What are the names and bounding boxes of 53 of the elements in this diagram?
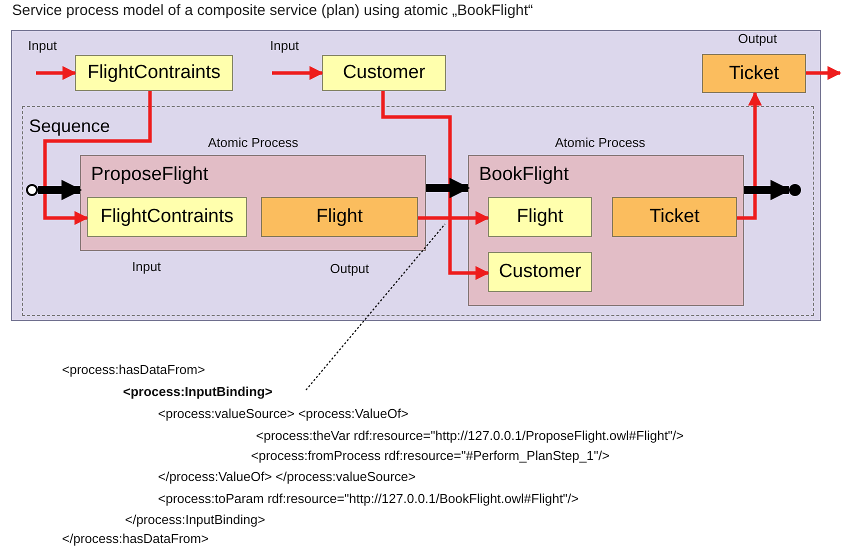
arrow (38, 180, 82, 200)
code-line: <process:toParam rdf:resource="http://127.0.0.1/BookFlight.owl#Flight"/> (158, 491, 579, 506)
parameter-role-label: Input (28, 38, 57, 53)
code-line: </process:ValueOf> </process:valueSource> (158, 469, 416, 484)
output-parameter-box (261, 197, 418, 237)
parameter-name: Customer (498, 261, 582, 283)
arrow (43, 91, 152, 225)
sequence-frame (22, 106, 814, 316)
sequence-label: Sequence (29, 116, 110, 136)
parameter-name: FlightContraints (87, 62, 221, 84)
atomic-process-box (80, 155, 426, 251)
parameter-name: Ticket (650, 206, 700, 228)
input-parameter-box (322, 55, 446, 91)
parameter-name: Customer (342, 62, 426, 84)
leader-line (306, 224, 446, 390)
parameter-role-label: Output (330, 261, 370, 276)
arrow (737, 92, 762, 220)
code-line: <process:hasDataFrom> (62, 362, 206, 377)
parameter-role-label: Input (132, 259, 161, 274)
parameter-role-label: Input (270, 38, 299, 53)
parameter-name: Ticket (729, 62, 779, 84)
arrow (36, 66, 76, 80)
output-parameter-box (702, 54, 806, 93)
start-circle (26, 184, 38, 196)
process-name: ProposeFlight (91, 164, 208, 185)
plan-frame (11, 30, 821, 321)
input-parameter-box (488, 252, 592, 292)
arrow (426, 178, 470, 198)
process-type-label: Atomic Process (555, 135, 646, 150)
parameter-name: FlightContraints (100, 206, 234, 228)
code-line: <process:theVar rdf:resource="http://127.0.0.1/ProposeFlight.owl#Flight"/> (256, 428, 684, 443)
code-line: </process:InputBinding> (125, 512, 266, 527)
input-parameter-box (75, 55, 233, 91)
parameter-name: Flight (316, 206, 363, 228)
code-line: <process:valueSource> <process:ValueOf> (158, 406, 409, 421)
arrow (806, 66, 842, 80)
arrow (381, 91, 490, 280)
atomic-process-box (468, 155, 744, 306)
code-line: <process:InputBinding> (123, 384, 306, 402)
parameter-role-label: Output (738, 31, 778, 46)
code-line: <process:fromProcess rdf:resource="#Perform_PlanStep_1"/> (251, 448, 610, 463)
arrow (744, 180, 792, 200)
arrow (272, 66, 324, 80)
output-parameter-box (612, 197, 737, 237)
input-parameter-box (488, 197, 592, 237)
diagram-title: Service process model of a composite service (plan) using atomic „BookFlight“ (12, 2, 534, 19)
process-name: BookFlight (479, 164, 569, 185)
process-type-label: Atomic Process (208, 135, 298, 150)
code-line: </process:hasDataFrom> (62, 531, 209, 546)
input-parameter-box (87, 197, 247, 237)
parameter-name: Flight (516, 206, 564, 228)
arrow (418, 211, 490, 225)
end-dot (789, 184, 801, 196)
